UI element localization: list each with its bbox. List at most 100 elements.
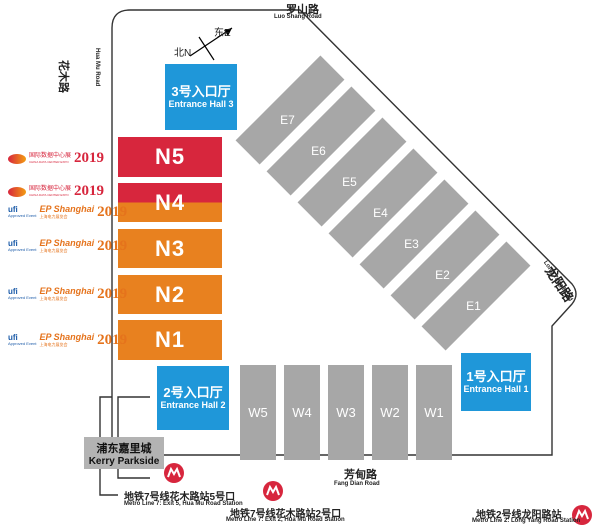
road-hua-mu-en: Hua Mu Road	[94, 48, 100, 87]
hall-w5[interactable]: W5	[240, 365, 276, 460]
hall-n3[interactable]: N3	[118, 229, 222, 268]
entrance-hall-3[interactable]: 3号入口厅 Entrance Hall 3	[165, 64, 237, 130]
logo-year: 2019	[97, 332, 128, 348]
dcce-logo-icon	[8, 186, 26, 197]
hall-e2-label: E2	[435, 268, 450, 282]
metro-logo-icon	[263, 481, 283, 501]
compass-east-label: 东E	[214, 28, 231, 39]
hall-n5-label: N5	[154, 144, 186, 169]
hall-e2[interactable]: E2	[390, 210, 500, 320]
entrance-hall-2-en: Entrance Hall 2	[160, 400, 226, 410]
hall-n5[interactable]: N5	[118, 137, 222, 177]
hall-n4[interactable]: N4	[118, 183, 222, 222]
ufi-text: ufi	[8, 286, 18, 296]
hall-e7-block	[235, 55, 345, 165]
hall-w2-label: W2	[380, 405, 400, 420]
dcce-logo-row-n5: 国际数据中心展 CHINA DATA CENTER EXPO 2019	[8, 150, 104, 167]
hall-e1[interactable]: E1	[421, 241, 531, 351]
ep-cn: 上海电力展览会	[39, 247, 68, 253]
metro-7-exit2-cn: 地铁7号线花木路站2号口	[230, 509, 342, 520]
ep-text: EP Shanghai	[39, 237, 95, 248]
kerry-parkside-en: Kerry Parkside	[88, 455, 160, 467]
entrance-hall-1-en: Entrance Hall 1	[463, 384, 529, 394]
hall-e6-label: E6	[311, 144, 326, 158]
logo-year: 2019	[97, 238, 128, 254]
dcce-logo-row-n4: 国际数据中心展 CHINA DATA CENTER EXPO 2019	[8, 183, 104, 200]
hall-n2-label: N2	[154, 281, 186, 307]
entrance-hall-2[interactable]: 2号入口厅 Entrance Hall 2	[157, 366, 229, 430]
dcce-logo-icon	[8, 153, 26, 164]
hall-e4-block	[328, 148, 438, 258]
metro-7-exit2-en: Metro Line 7: Exit 2, Hua Mu Road Statio…	[226, 517, 345, 523]
hall-e3-block	[359, 179, 469, 289]
ufi-sub: Approved Event	[8, 246, 37, 252]
hall-w4-label: W4	[292, 405, 312, 420]
hall-e4[interactable]: E4	[328, 148, 438, 258]
hall-e6-block	[266, 86, 376, 196]
hall-w5-label: W5	[248, 405, 268, 420]
hall-e5-label: E5	[342, 175, 357, 189]
metro-7-exit5-en: Metro Line 7: Exit 5, Hua Mu Road Statio…	[124, 501, 243, 507]
hall-n4-label: N4	[154, 189, 186, 215]
hall-n3-label: N3	[154, 235, 186, 261]
dcce-cn: 国际数据中心展	[29, 186, 72, 192]
hall-e5[interactable]: E5	[297, 117, 407, 227]
hall-w4[interactable]: W4	[284, 365, 320, 460]
hall-e3-label: E3	[404, 237, 419, 251]
hall-e5-block	[297, 117, 407, 227]
hall-e6[interactable]: E6	[266, 86, 376, 196]
hall-e2-block	[390, 210, 500, 320]
entrance-hall-1[interactable]: 1号入口厅 Entrance Hall 1	[461, 353, 531, 411]
metro-logo-icon	[164, 463, 184, 483]
logo-year: 2019	[97, 286, 128, 302]
road-hua-mu-cn: 花木路	[57, 60, 69, 93]
hall-w1[interactable]: W1	[416, 365, 452, 460]
ufi-sub: Approved Event	[8, 294, 37, 300]
ufi-sub: Approved Event	[8, 212, 37, 218]
ufi-text: ufi	[8, 238, 18, 248]
logo-year: 2019	[74, 150, 105, 166]
ufi-sub: Approved Event	[8, 340, 37, 346]
hall-w3[interactable]: W3	[328, 365, 364, 460]
hall-n1-label: N1	[154, 327, 186, 352]
kerry-parkside-cn: 浦东嘉里城	[96, 442, 152, 455]
ufi-text: ufi	[8, 332, 18, 342]
ep-cn: 上海电力展览会	[39, 295, 68, 301]
compass-icon	[189, 27, 233, 61]
road-luo-shang-en: Luo Shang Road	[274, 14, 322, 20]
road-luo-shang-cn: 罗山路	[286, 4, 319, 16]
hall-n1[interactable]: N1	[118, 320, 222, 360]
hall-w2[interactable]: W2	[372, 365, 408, 460]
metro-logo-icon	[572, 505, 592, 525]
dcce-en: CHINA DATA CENTER EXPO	[29, 160, 69, 164]
ep-text: EP Shanghai	[39, 331, 95, 342]
ep-text: EP Shanghai	[39, 203, 95, 214]
logo-year: 2019	[74, 183, 105, 199]
hall-e7[interactable]: E7	[235, 55, 345, 165]
ep-text: EP Shanghai	[39, 285, 95, 296]
hall-w1-label: W1	[424, 405, 444, 420]
dcce-cn: 国际数据中心展	[29, 153, 72, 159]
site-boundary	[111, 9, 577, 456]
dcce-en: CHINA DATA CENTER EXPO	[29, 193, 69, 197]
hall-n2[interactable]: N2	[118, 275, 222, 314]
hall-e4-label: E4	[373, 206, 388, 220]
kerry-parkside[interactable]: 浦东嘉里城 Kerry Parkside	[84, 437, 164, 469]
hall-e3[interactable]: E3	[359, 179, 469, 289]
entrance-hall-3-cn: 3号入口厅	[171, 84, 231, 99]
logo-year: 2019	[97, 204, 128, 220]
entrance-hall-3-en: Entrance Hall 3	[168, 99, 234, 109]
ep-cn: 上海电力展览会	[39, 341, 68, 347]
